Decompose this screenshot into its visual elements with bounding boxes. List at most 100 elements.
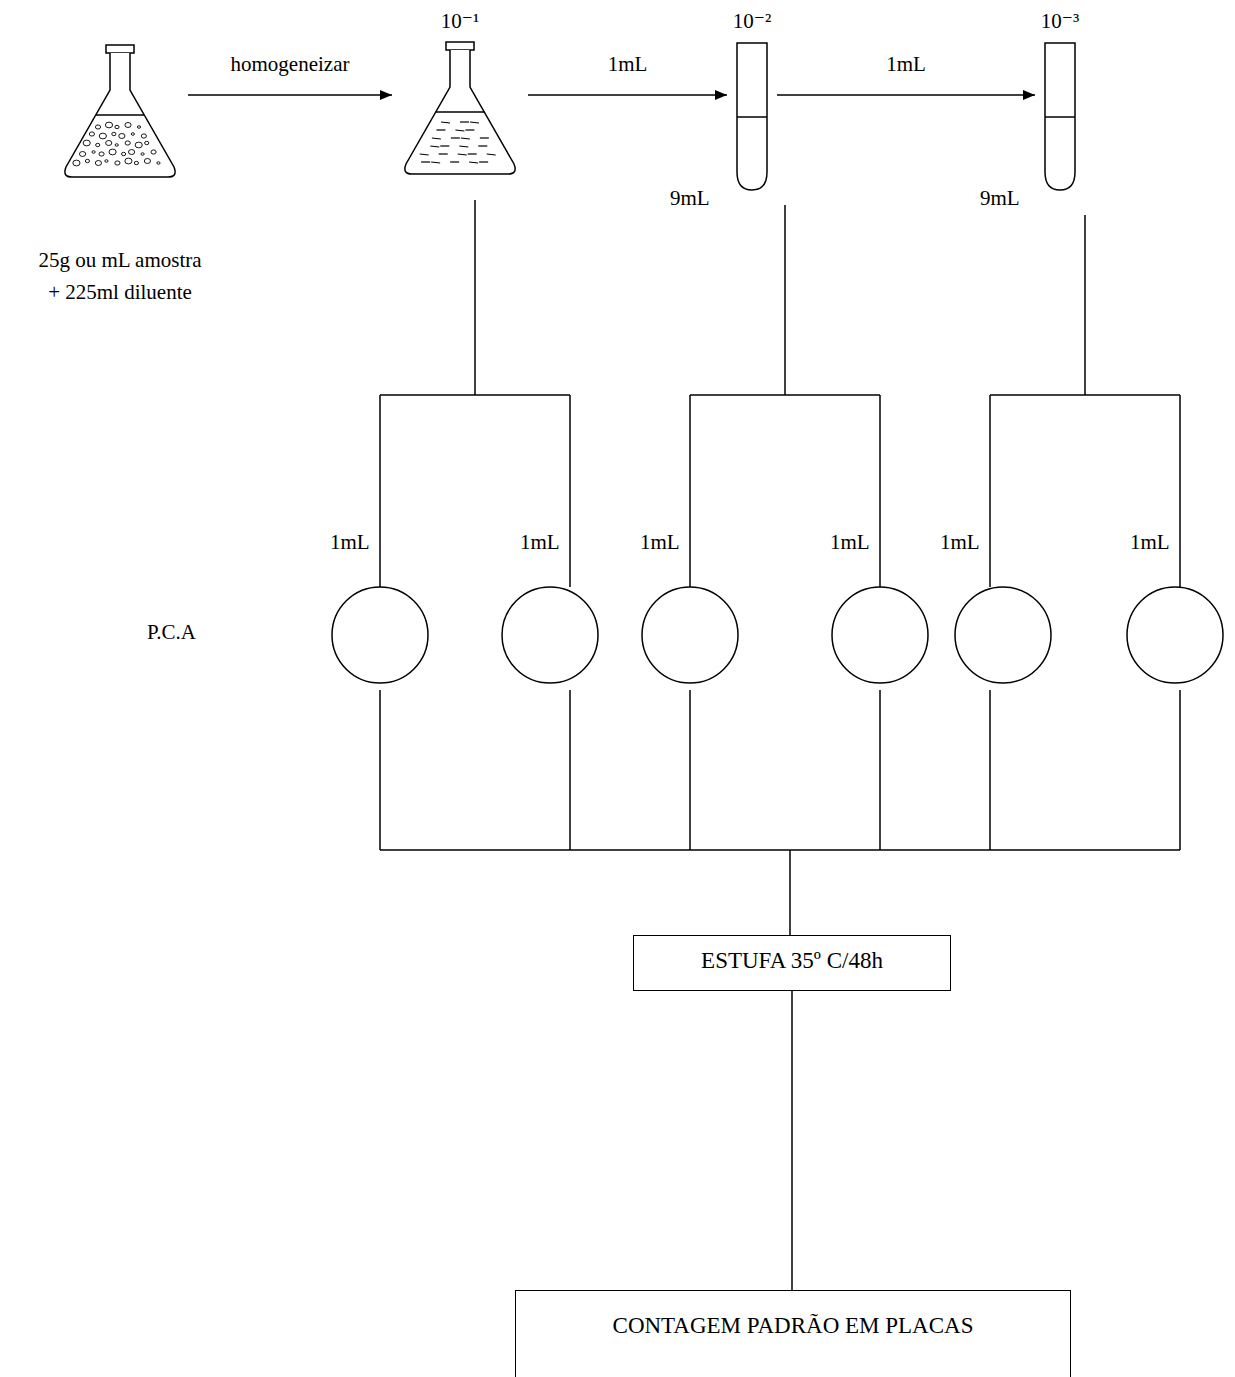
merge-line [989,690,991,850]
merge-line [879,690,881,850]
particle [141,153,144,156]
particle [92,151,95,154]
particle [115,144,118,147]
particle [106,141,112,146]
branch-line [690,394,880,396]
merge-line [689,690,691,850]
connector-line [188,94,392,96]
branch-line [1084,215,1086,395]
suspension-dash [468,153,477,154]
erlenmeyer-flask [60,45,180,180]
volume-label: 1mL [938,530,982,555]
branch-line [784,205,786,395]
arrow-head [380,90,392,100]
branch-line [879,395,881,587]
particle [105,160,108,163]
particle [73,160,80,166]
suspension-dash [480,137,489,138]
merge-line [789,850,791,935]
particle [121,152,125,155]
particle [83,140,90,146]
merge-line [379,690,381,850]
process-box: CONTAGEM PADRÃO EM PLACAS [515,1290,1071,1377]
suspension-dash [440,145,449,146]
liquid-level [436,111,484,113]
dilution-label: 10⁻¹ [380,6,540,38]
suspension-dash [430,146,439,147]
particle [144,159,150,164]
branch-line [990,394,1180,396]
suspension-dash [478,145,487,146]
particle [145,141,149,144]
suspension-dash [421,161,430,162]
branch-line [380,394,570,396]
petri-plate [332,587,428,683]
edge-label: 1mL [884,52,928,77]
particle [79,152,85,157]
test-tube [735,42,769,192]
tube-node: 10⁻³ [1020,6,1100,192]
tube-node: 10⁻² [712,6,792,192]
particle [95,125,100,129]
suspension-dash [441,122,450,123]
particle [125,123,131,128]
connector-line [528,94,727,96]
edge-label: 1mL [606,52,650,77]
particle [137,126,140,129]
particle [89,132,94,136]
volume-label: 9mL [668,186,712,211]
liquid-level [737,116,767,118]
particle [141,134,146,138]
sample-note: 25g ou mL amostra + 225ml diluente [35,245,205,308]
particle [112,132,116,135]
petri-plate [502,587,598,683]
particle [151,150,156,154]
particle [115,125,119,128]
dilution-label: 10⁻² [712,6,792,38]
flask-body [405,50,515,174]
flask-body [65,53,175,177]
process-box: ESTUFA 35º C/48h [633,935,951,991]
merge-line [569,690,571,850]
flask-node: 10⁻¹ [380,6,540,177]
volume-label: 1mL [518,530,562,555]
suspension-dash [458,154,467,155]
petri-plate [955,587,1051,683]
petri-plate [642,587,738,683]
particle [157,162,160,165]
merge-line [380,849,1180,851]
suspension-dash [431,162,440,163]
connector [528,90,727,100]
particle [131,133,134,136]
branch-line [689,395,691,587]
suspension-dash [450,161,459,162]
volume-label: 1mL [328,530,372,555]
flask-node: 25g ou mL amostra + 225ml diluente [35,45,205,308]
particle [125,141,130,145]
tube-body [737,43,767,190]
suspension-dash [487,154,496,155]
branch-line [379,395,381,587]
volume-label: 1mL [1128,530,1172,555]
suspension-dash [469,162,478,163]
particle [109,149,116,155]
particle [96,143,100,146]
connector [792,991,793,1290]
arrow-head [715,90,727,100]
particle [128,150,134,155]
particle [105,122,112,128]
particle [125,158,132,164]
branch-line [474,200,476,395]
particle [95,161,101,166]
particle [115,161,120,165]
suspension-dash [479,161,488,162]
suspension-dash [465,129,474,130]
medium-label: P.C.A [145,620,198,645]
box-label: ESTUFA 35º C/48h [644,944,940,979]
suspension-dash [461,138,470,139]
volume-label: 1mL [638,530,682,555]
connector-line [777,94,1035,96]
petri-plate [832,587,928,683]
merge-line [1179,690,1181,850]
